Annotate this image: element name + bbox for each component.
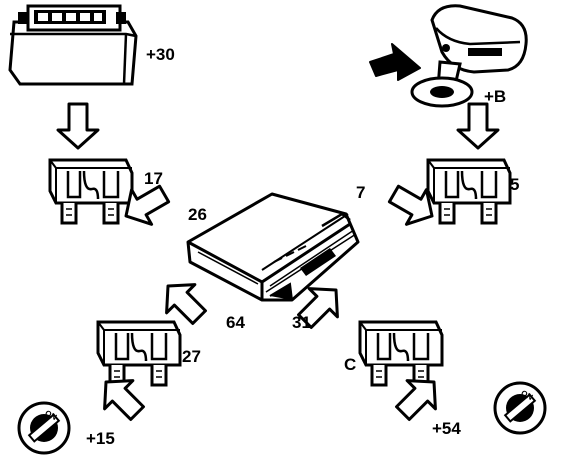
label-left-switch-terminal: +15	[86, 429, 115, 448]
arrow-battery-down	[56, 102, 100, 150]
ignition-switch-right-icon: ON	[493, 381, 547, 435]
fuse-5-icon	[426, 158, 512, 225]
label-pin-31: 31	[292, 313, 311, 332]
black-arrow-icon	[369, 43, 421, 81]
label-pin-64: 64	[226, 313, 245, 332]
control-unit-icon	[186, 192, 360, 302]
label-ignition-terminal: +B	[484, 87, 507, 106]
label-right-switch-terminal: +54	[432, 419, 461, 438]
fuse-c-icon	[358, 320, 444, 387]
label-fuse-c: C	[344, 355, 357, 374]
label-pin-26: 26	[188, 205, 207, 224]
label-fuse-5: 5	[510, 175, 520, 194]
battery-icon	[8, 4, 138, 86]
label-battery-terminal: +30	[146, 45, 175, 64]
fuse-27-icon	[96, 320, 182, 387]
fuse-17-icon	[48, 158, 134, 225]
arrow-ignition-down	[456, 102, 500, 150]
label-fuse-17: 17	[144, 169, 163, 188]
ignition-key-icon	[410, 4, 528, 108]
ignition-switch-left-icon: ON	[17, 401, 71, 455]
label-fuse-27: 27	[182, 347, 201, 366]
label-pin-7: 7	[356, 183, 366, 202]
